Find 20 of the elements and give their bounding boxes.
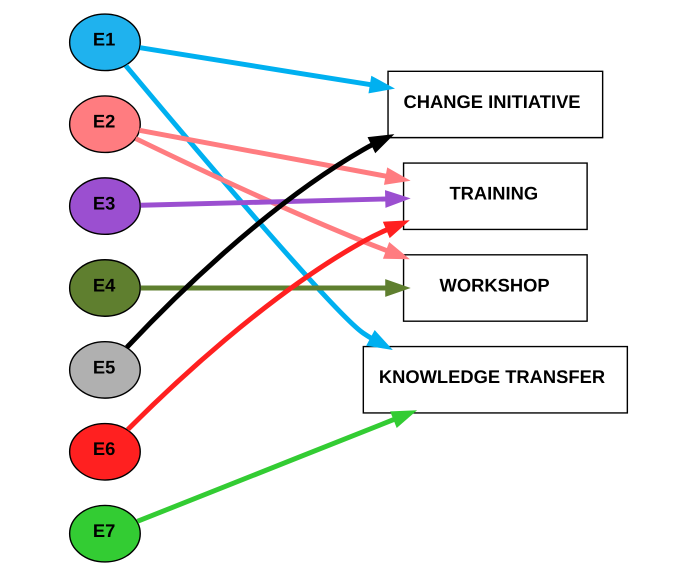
node-ellipse: E4 xyxy=(68,259,140,317)
node-ellipse: E7 xyxy=(68,504,140,563)
node-box: CHANGE INITIATIVE xyxy=(386,70,603,138)
arrow xyxy=(140,279,410,297)
node-ellipse: E5 xyxy=(68,340,140,399)
arrow xyxy=(124,134,394,350)
node-box: KNOWLEDGE TRANSFER xyxy=(362,346,628,414)
arrow xyxy=(126,220,410,432)
node-ellipse: E1 xyxy=(68,13,140,72)
arrow xyxy=(134,136,410,260)
arrow xyxy=(140,190,410,208)
node-box: TRAINING xyxy=(402,162,588,230)
node-ellipse: E6 xyxy=(68,422,140,481)
node-ellipse: E2 xyxy=(68,95,140,154)
arrow xyxy=(123,64,392,350)
arrow xyxy=(138,128,410,185)
node-box: WORKSHOP xyxy=(402,254,588,322)
arrow xyxy=(136,410,417,524)
node-ellipse: E3 xyxy=(68,177,140,236)
arrow xyxy=(139,45,395,94)
